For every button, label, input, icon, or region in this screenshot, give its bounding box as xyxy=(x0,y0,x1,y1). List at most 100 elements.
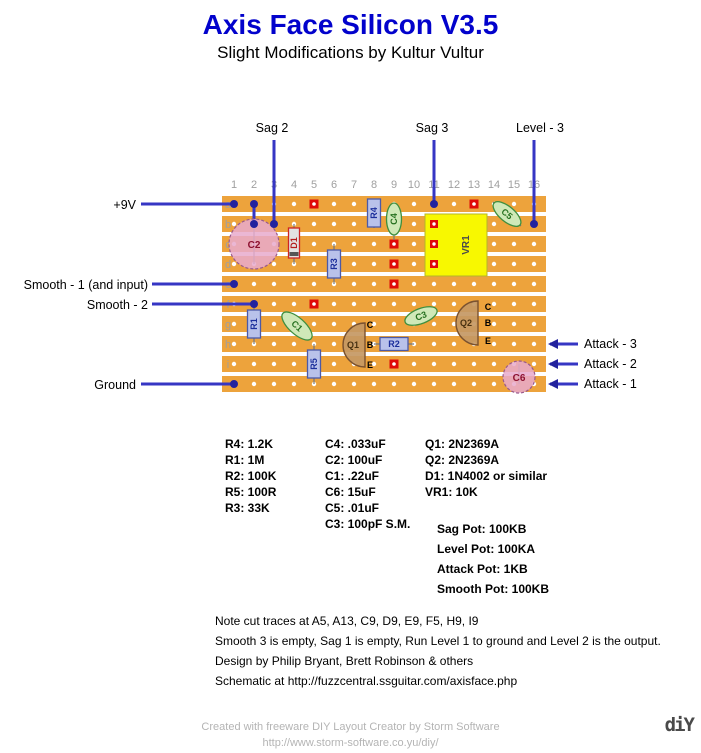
io-label-attack-3: Attack - 3 xyxy=(584,337,637,351)
resistor-body xyxy=(326,249,342,279)
page-subtitle: Slight Modifications by Kultur Vultur xyxy=(217,43,484,62)
part-item-capacitor: C4: .033uF xyxy=(325,437,386,451)
hole xyxy=(371,281,377,287)
wire-dot xyxy=(230,380,238,388)
component-label: R1 xyxy=(249,318,259,330)
hole xyxy=(411,361,417,367)
component-label: VR1 xyxy=(461,235,472,255)
wire-arrow xyxy=(548,339,558,349)
component-label: R4 xyxy=(369,207,379,219)
capacitor-body xyxy=(404,306,438,326)
hole xyxy=(271,361,277,367)
col-number: 5 xyxy=(311,179,317,191)
hole xyxy=(511,321,517,327)
hole xyxy=(491,381,497,387)
trimpot-pin-hole xyxy=(432,222,436,226)
col-number: 7 xyxy=(351,179,357,191)
hole xyxy=(511,341,517,347)
hole xyxy=(471,381,477,387)
hole xyxy=(371,301,377,307)
hole xyxy=(311,221,317,227)
part-item-pot: Attack Pot: 1KB xyxy=(437,562,528,576)
component-label: C2 xyxy=(248,240,261,251)
hole xyxy=(291,341,297,347)
hole xyxy=(291,281,297,287)
hole xyxy=(271,321,277,327)
hole xyxy=(291,301,297,307)
hole xyxy=(531,361,537,367)
component-c2: C2 xyxy=(228,218,280,270)
notes-section: Note cut traces at A5, A13, C9, D9, E9, … xyxy=(215,611,661,691)
resistor-body xyxy=(366,198,382,228)
cut-trace-hole xyxy=(312,202,316,206)
hole xyxy=(431,361,437,367)
hole xyxy=(491,321,497,327)
capacitor-body xyxy=(492,201,522,227)
part-item-capacitor: C2: 100uF xyxy=(325,453,383,467)
board-strip xyxy=(222,196,546,212)
hole xyxy=(331,381,337,387)
hole xyxy=(531,261,537,267)
hole xyxy=(311,241,317,247)
io-label-smooth-1: Smooth - 1 (and input) xyxy=(24,278,148,292)
hole xyxy=(491,281,497,287)
footer-url: http://www.storm-software.co.yu/diy/ xyxy=(262,737,439,749)
part-item-semiconductor: VR1: 10K xyxy=(425,485,478,499)
component-r3: R3 xyxy=(326,244,342,284)
col-number: 8 xyxy=(371,179,377,191)
component-label: R2 xyxy=(388,339,400,349)
capacitor-body xyxy=(502,360,536,394)
pin-label-b: B xyxy=(485,318,492,328)
hole xyxy=(371,321,377,327)
row-letter: d xyxy=(225,259,231,271)
component-vr1: VR1 xyxy=(424,213,488,277)
hole xyxy=(431,321,437,327)
wires xyxy=(141,140,578,386)
hole xyxy=(271,341,277,347)
hole xyxy=(351,201,357,207)
hole xyxy=(431,381,437,387)
footer-credit: Created with freeware DIY Layout Creator… xyxy=(201,721,500,733)
component-c1: C1 xyxy=(281,311,313,341)
hole xyxy=(331,321,337,327)
wire-dot xyxy=(270,220,278,228)
wire-dot xyxy=(250,220,258,228)
component-r5: R5 xyxy=(306,344,322,384)
part-item-pot: Sag Pot: 100KB xyxy=(437,522,527,536)
row-letter: h xyxy=(225,339,231,351)
hole xyxy=(251,281,257,287)
component-label: D1 xyxy=(289,237,299,249)
part-item-semiconductor: Q1: 2N2369A xyxy=(425,437,500,451)
part-item-semiconductor: D1: 1N4002 or similar xyxy=(425,469,548,483)
part-item-resistor: R4: 1.2K xyxy=(225,437,274,451)
note-line: Note cut traces at A5, A13, C9, D9, E9, … xyxy=(215,614,479,628)
component-c5: C5 xyxy=(492,201,522,227)
cut-trace-hole xyxy=(392,242,396,246)
col-number: 13 xyxy=(468,179,480,191)
component-label: Q1 xyxy=(347,340,359,350)
hole xyxy=(271,281,277,287)
transistor-body xyxy=(342,322,366,368)
part-item-pot: Smooth Pot: 100KB xyxy=(437,582,550,596)
part-item-semiconductor: Q2: 2N2369A xyxy=(425,453,500,467)
hole xyxy=(511,201,517,207)
hole xyxy=(531,301,537,307)
hole xyxy=(411,201,417,207)
part-item-capacitor: C1: .22uF xyxy=(325,469,380,483)
hole xyxy=(491,341,497,347)
trimpot-pin-hole xyxy=(432,262,436,266)
hole xyxy=(451,301,457,307)
hole xyxy=(271,381,277,387)
pin-label-c: C xyxy=(367,320,374,330)
hole xyxy=(371,361,377,367)
cut-trace-hole xyxy=(472,202,476,206)
wire-dot xyxy=(430,200,438,208)
hole xyxy=(311,321,317,327)
part-item-resistor: R5: 100R xyxy=(225,485,277,499)
io-label-sag-2: Sag 2 xyxy=(256,121,289,135)
hole xyxy=(351,281,357,287)
hole xyxy=(351,221,357,227)
hole xyxy=(231,221,237,227)
hole xyxy=(231,361,237,367)
